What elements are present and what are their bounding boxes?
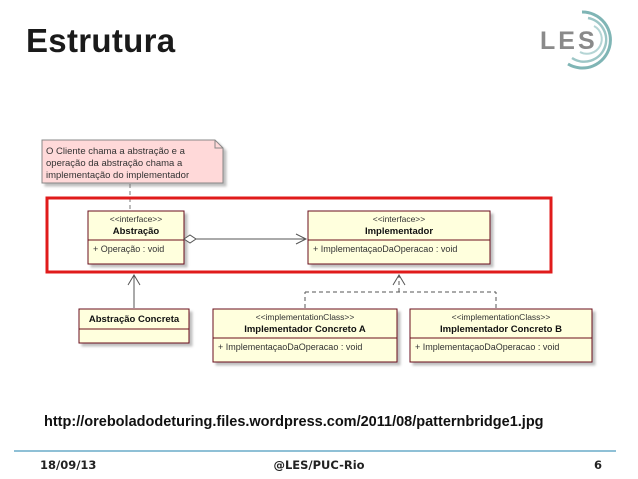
- realization-links: [304, 274, 497, 308]
- implementador-stereotype: <<interface>>: [373, 214, 425, 224]
- implementador-name: Implementador: [365, 226, 433, 237]
- abstracao-name: Abstração: [113, 226, 160, 237]
- impl-b-name: Implementador Concreto B: [440, 324, 562, 335]
- impl-b-stereotype: <<implementationClass>>: [452, 312, 551, 322]
- abstracao-concreta-class: Abstração Concreta: [78, 308, 190, 344]
- footer-center: @LES/PUC-Rio: [273, 458, 365, 472]
- highlight-frame: [45, 196, 553, 274]
- abstracao-class: <<interface>> Abstração + Operação : voi…: [87, 210, 185, 265]
- generalization-link: [127, 274, 141, 308]
- logo-text: LES: [540, 27, 598, 55]
- les-logo: LES: [540, 10, 612, 70]
- impl-a-stereotype: <<implementationClass>>: [256, 312, 355, 322]
- abstracao-concreta-name: Abstração Concreta: [89, 314, 180, 325]
- footer-date: 18/09/13: [40, 458, 97, 472]
- impl-b-member: + ImplementaçaoDaOperacao : void: [415, 342, 559, 352]
- abstracao-member: + Operação : void: [93, 244, 164, 254]
- footer-divider: [14, 450, 616, 452]
- implementador-class: <<interface>> Implementador + Implementa…: [307, 210, 491, 265]
- abstracao-stereotype: <<interface>>: [110, 214, 162, 224]
- impl-concreto-a-class: <<implementationClass>> Implementador Co…: [212, 308, 398, 363]
- page-number: 6: [594, 458, 603, 472]
- impl-a-name: Implementador Concreto A: [244, 324, 366, 335]
- slide-title: Estrutura: [26, 22, 176, 59]
- aggregation-link: [183, 233, 308, 245]
- implementador-member: + ImplementaçaoDaOperacao : void: [313, 244, 457, 254]
- note: O Cliente chama a abstração e a operação…: [41, 139, 224, 184]
- impl-a-member: + ImplementaçaoDaOperacao : void: [218, 342, 362, 352]
- note-line-1: O Cliente chama a abstração e a: [46, 146, 186, 157]
- impl-concreto-b-class: <<implementationClass>> Implementador Co…: [409, 308, 593, 363]
- note-line-2: operação da abstração chama a: [46, 158, 183, 169]
- note-line-3: implementação do implementador: [46, 170, 189, 181]
- source-url: http://oreboladodeturing.files.wordpress…: [44, 414, 544, 430]
